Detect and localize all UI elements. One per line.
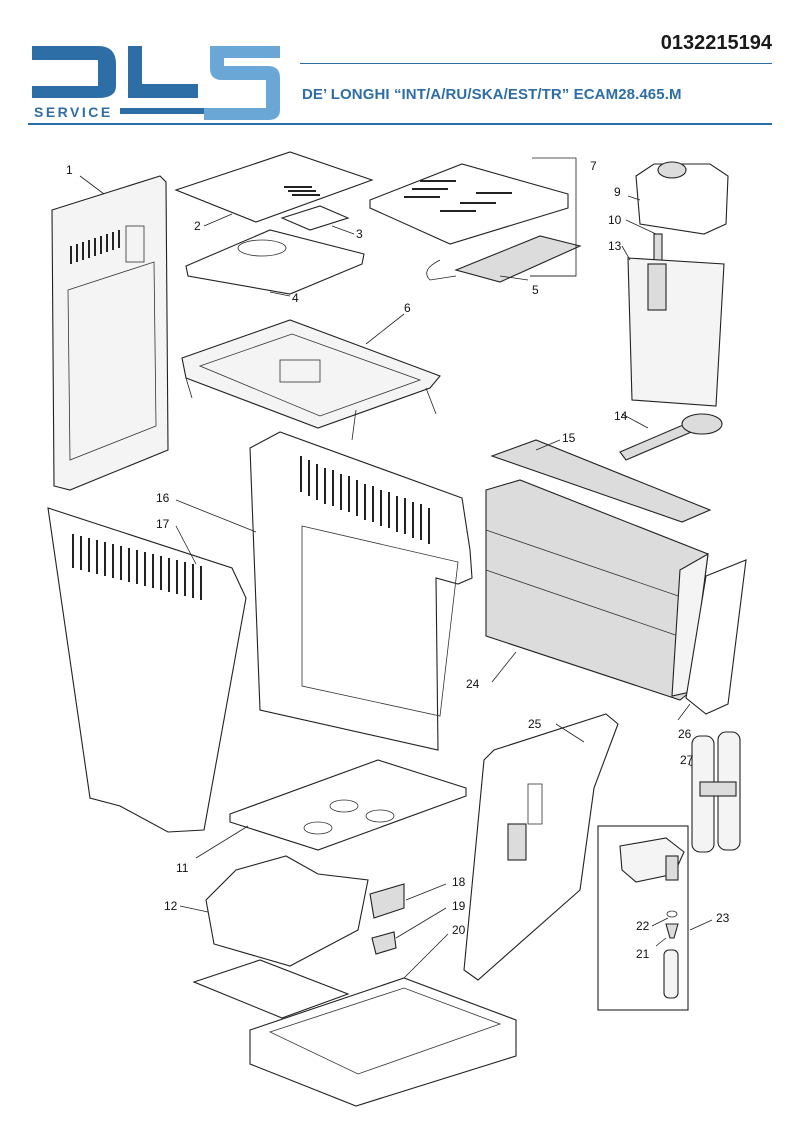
callout-18: 18 [452,875,466,889]
callout-25: 25 [528,717,542,731]
svg-text:SERVICE: SERVICE [34,104,113,120]
part-26-side-trim [685,559,747,715]
exploded-parts-diagram: 1 2 3 4 5 6 7 9 10 13 14 15 16 17 24 26 … [47,151,747,1107]
part-25-front-panel [463,713,619,981]
callout-2: 2 [194,219,201,233]
dls-service-logo: SERVICE [32,46,280,120]
callout-24: 24 [466,677,480,691]
callout-23: 23 [716,911,730,925]
part-15-top-frame [490,439,712,523]
part-13-water-tank [627,257,725,407]
callout-17: 17 [156,517,170,531]
callout-20: 20 [452,923,466,937]
callout-19: 19 [452,899,466,913]
part-2-top-plate [174,151,374,223]
callout-1: 1 [66,163,73,177]
callout-4: 4 [292,291,299,305]
callout-26: 26 [678,727,692,741]
part-11-cup-grid [229,759,467,851]
callout-22: 22 [636,919,650,933]
header-rule [28,123,772,125]
callout-27: 27 [680,753,694,767]
part-12-grounds-container [205,855,369,967]
part-24-housing [485,479,709,701]
part-23-detail-box [597,825,689,1011]
callout-15: 15 [562,431,576,445]
page-header: SERVICE 0132215194 DE’ LONGHI “INT/A/RU/… [0,0,794,130]
part-17-side-panel [47,507,247,833]
document-number: 0132215194 [660,32,772,54]
part-2-vents [284,186,320,196]
part-14-coffee-scoop [619,413,723,461]
part-18-cap [369,883,405,919]
callout-13: 13 [608,239,622,253]
part-4-tray-frame [185,229,365,295]
callout-5: 5 [532,283,539,297]
part-20-drip-tray [192,959,517,1107]
part-27-wand-assembly [691,731,741,853]
part-3-grille [280,205,350,231]
callout-10: 10 [608,213,622,227]
part-7-control-panel [369,163,569,245]
leader-lines [79,175,713,979]
callout-12: 12 [164,899,178,913]
part-19-knob [371,931,397,955]
part-5-circuit-board [426,235,582,283]
part-9-tank-lid [635,161,729,235]
part-1-rear-panel [51,175,169,491]
callout-21: 21 [636,947,650,961]
callout-6: 6 [404,301,411,315]
callout-7: 7 [590,159,597,173]
part-16-inner-frame [249,431,473,751]
callout-16: 16 [156,491,170,505]
model-title: DE’ LONGHI “INT/A/RU/SKA/EST/TR” ECAM28.… [302,86,682,103]
header-divider [300,63,772,64]
part-6-chassis-top [181,319,441,441]
callout-14: 14 [614,409,628,423]
callout-9: 9 [614,185,621,199]
callout-11: 11 [176,861,189,875]
callout-3: 3 [356,227,363,241]
